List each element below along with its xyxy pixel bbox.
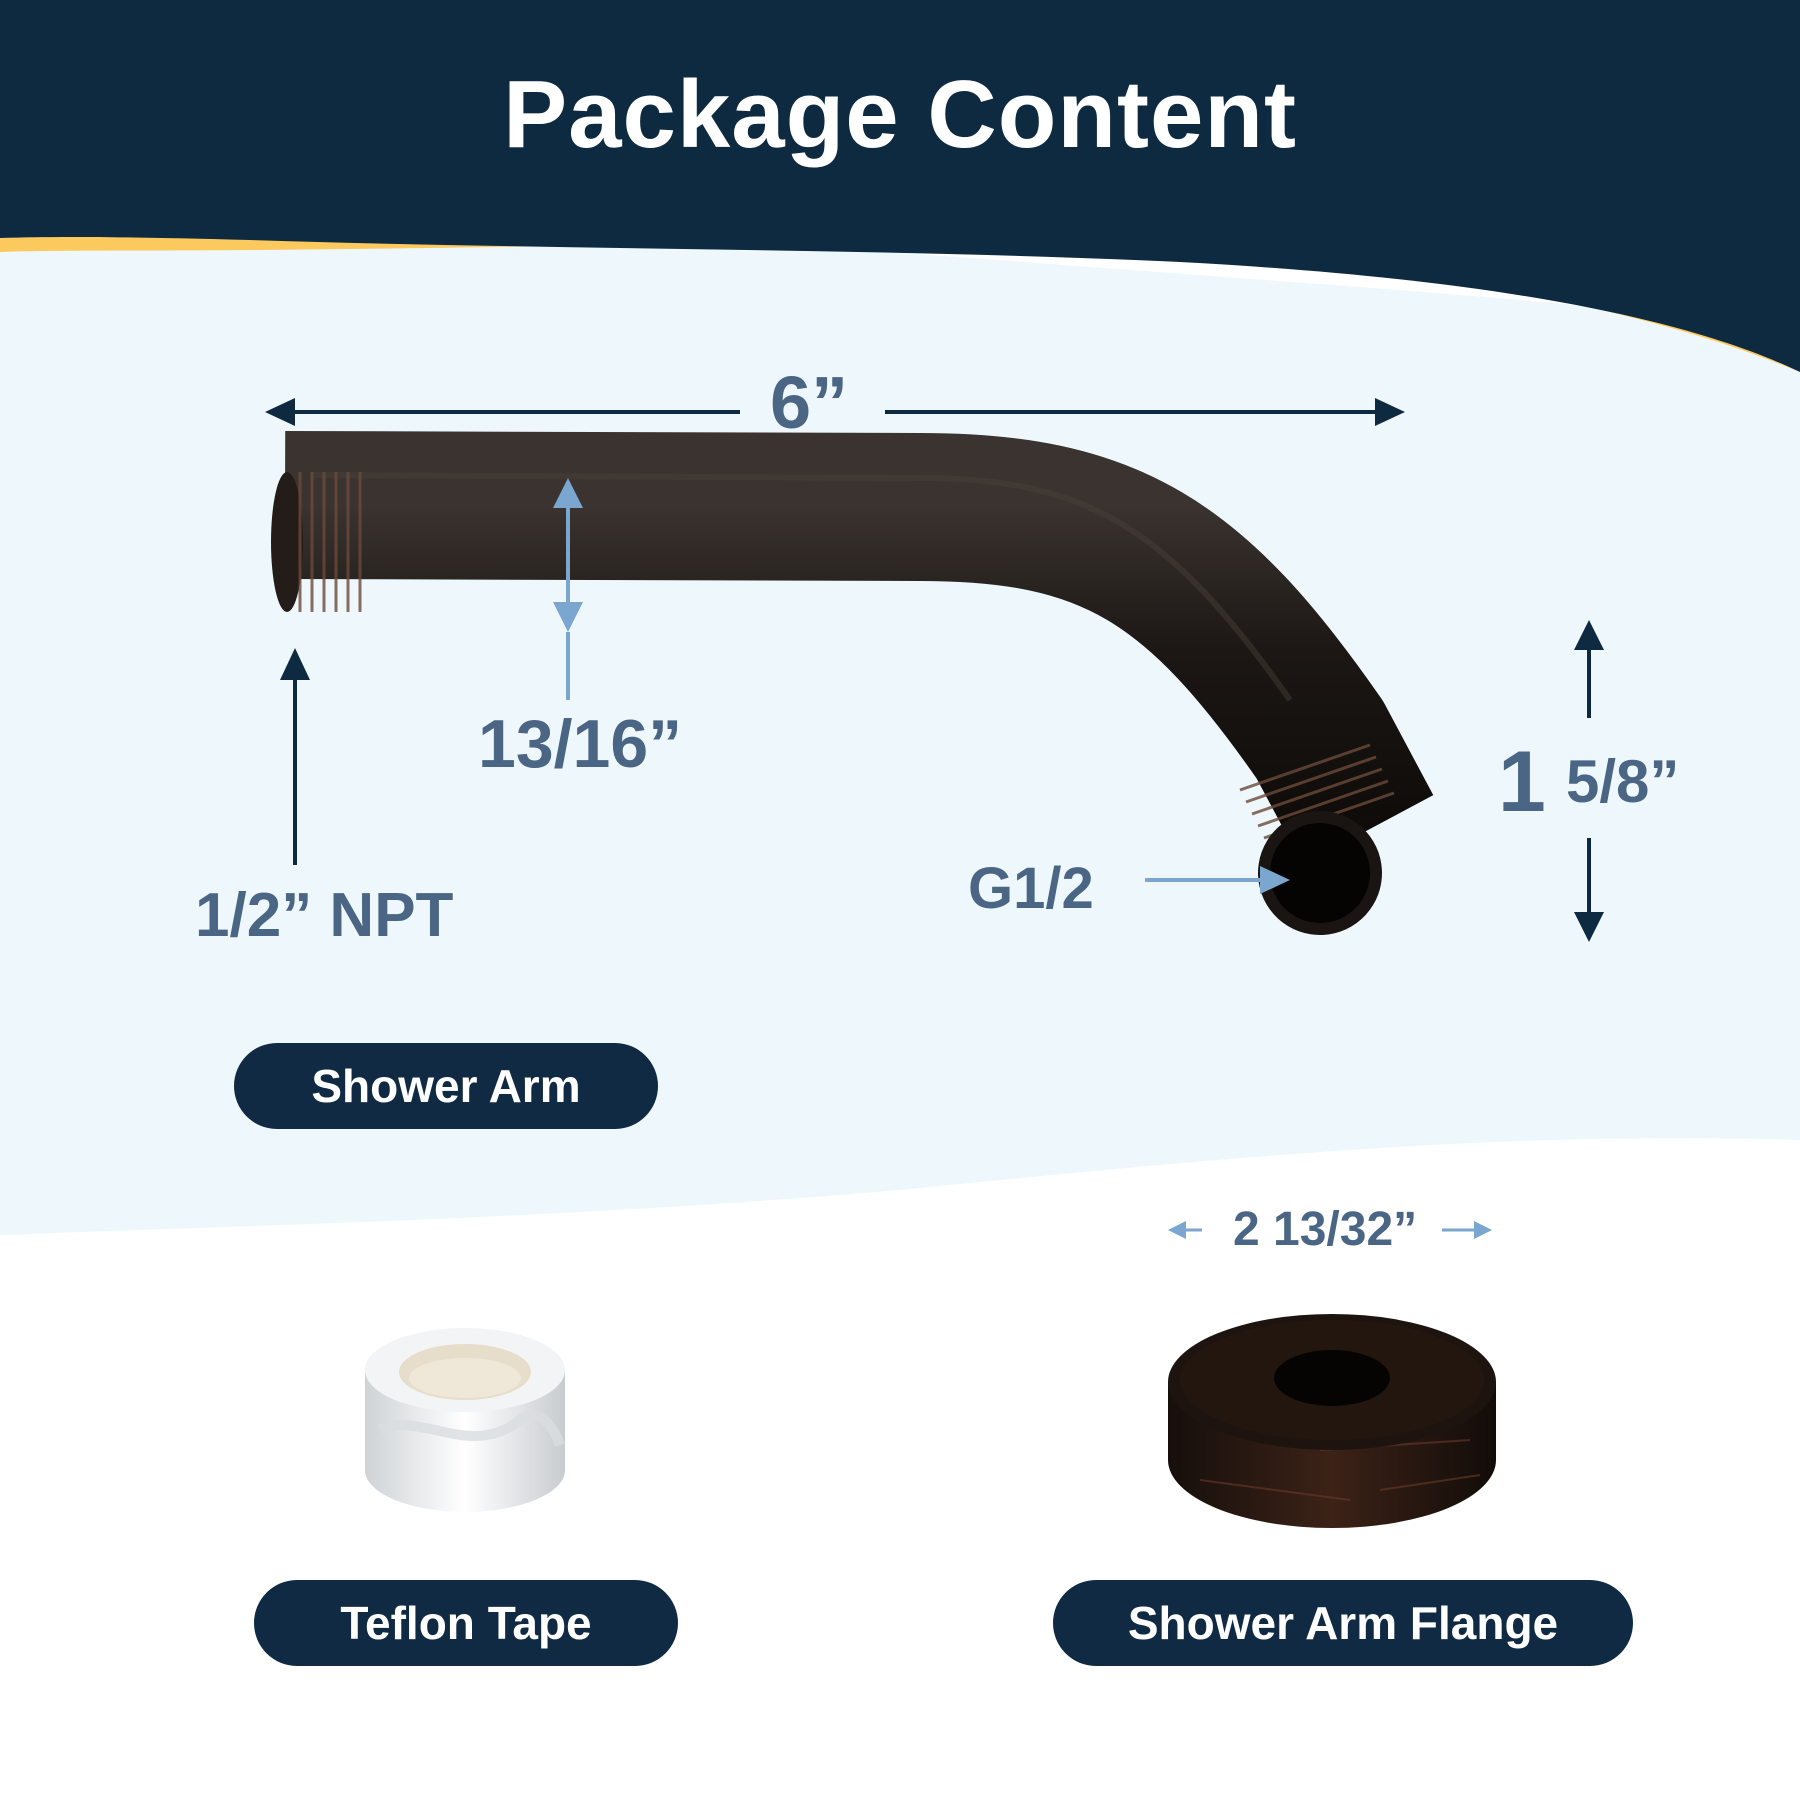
outlet-arrow <box>1145 866 1290 894</box>
length-arrow <box>265 398 1405 426</box>
page-title: Package Content <box>503 61 1297 168</box>
drop-whole-label: 1 <box>1498 734 1546 830</box>
drop-fraction-label: 5/8” <box>1566 748 1680 815</box>
shower-arm-flange-label: Shower Arm Flange <box>1053 1580 1633 1666</box>
teflon-tape-label: Teflon Tape <box>254 1580 678 1666</box>
shower-arm-label: Shower Arm <box>234 1043 658 1129</box>
drop-arrow <box>1574 620 1604 942</box>
inlet-thread-label: 1/2” NPT <box>195 881 454 950</box>
outlet-thread-label: G1/2 <box>968 856 1094 921</box>
diameter-arrow <box>553 478 583 700</box>
diameter-label: 13/16” <box>478 706 683 782</box>
length-label: 6” <box>770 361 849 444</box>
flange-image <box>1168 1314 1496 1528</box>
inlet-arrow <box>280 648 310 865</box>
shower-arm-image <box>271 431 1434 935</box>
flange-diameter-label: 2 13/32” <box>1233 1203 1418 1256</box>
teflon-tape-image <box>365 1328 565 1512</box>
flange-width-arrow <box>1168 1221 1492 1239</box>
